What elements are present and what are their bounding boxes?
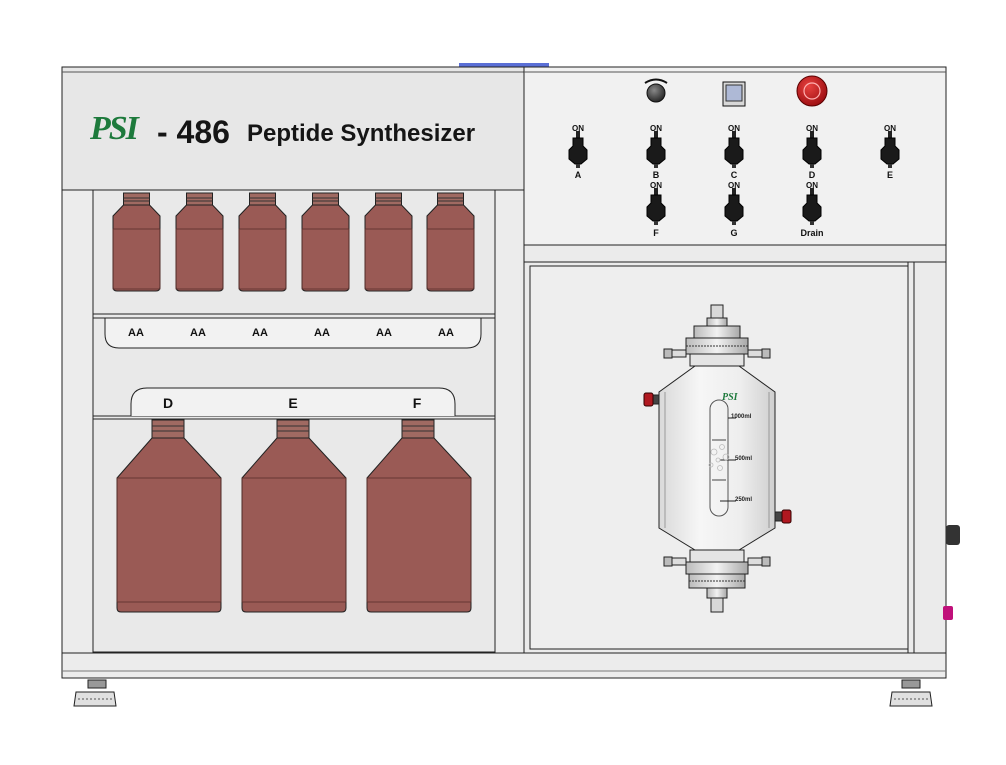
valve-e-label: E [886,170,893,180]
small-reagent-bottle [112,192,161,292]
model-number: - 486 [157,114,230,150]
rotary-knob-icon[interactable] [644,78,668,103]
small-reagent-bottle [175,192,224,292]
reactor-vessel [643,304,792,613]
large-reagent-bottle [116,419,222,613]
small-bottle-label: AA [128,327,144,339]
valve-b-state: ON [650,124,662,133]
small-reagent-bottle [301,192,350,292]
large-bottle-label-d: D [162,395,174,411]
right-foot [889,679,933,707]
left-foot [73,679,117,707]
valve-d-switch[interactable] [802,131,822,168]
scale-label-top: 1000ml [731,414,752,420]
emergency-stop-icon[interactable] [796,75,828,107]
valve-e-state: ON [884,124,896,133]
base-plate [61,652,947,679]
scale-label-bottom: 250ml [735,497,753,503]
large-bottle-label-f: F [412,395,422,411]
small-bottle-label: AA [438,327,454,339]
valve-c-label: C [730,170,738,180]
valve-f-label: F [653,228,659,238]
small-bottle-label: AA [314,327,330,339]
large-reagent-bottle [366,419,472,613]
valve-array [568,131,900,225]
valve-g-label: G [730,228,738,238]
top-cap [693,325,741,339]
valve-b-label: B [652,170,660,180]
valve-a-state: ON [572,124,584,133]
small-bottle-row [112,192,475,292]
top-accent-strip [459,63,549,68]
valve-f-switch[interactable] [646,188,666,225]
large-bottle-label-e: E [288,395,298,411]
large-bottle-row [116,419,472,613]
valve-d-label: D [808,170,816,180]
reactor-logo: PSI [722,392,738,403]
side-connector [946,525,960,545]
valve-drain-state: ON [806,181,818,190]
valve-g-switch[interactable] [724,188,744,225]
small-reagent-bottle [426,192,475,292]
valve-c-state: ON [728,124,740,133]
small-bottle-label: AA [252,327,268,339]
valve-b-switch[interactable] [646,131,666,168]
valve-a-switch[interactable] [568,131,588,168]
valve-drain-label: Drain [800,228,824,238]
scale-label-middle: 500ml [735,456,753,462]
small-bottle-label: AA [190,327,206,339]
small-bottle-label: AA [376,327,392,339]
valve-g-state: ON [728,181,740,190]
brand-logo: PSI [90,110,139,147]
small-reagent-bottle [238,192,287,292]
valve-e-switch[interactable] [880,131,900,168]
display-screen-icon[interactable] [722,81,746,107]
valve-a-label: A [574,170,582,180]
valve-c-switch[interactable] [724,131,744,168]
side-port [943,606,953,620]
large-reagent-bottle [241,419,347,613]
product-title: Peptide Synthesizer [247,120,476,147]
small-reagent-bottle [364,192,413,292]
valve-drain-switch[interactable] [802,188,822,225]
valve-d-state: ON [806,124,818,133]
bottom-nipple [710,597,724,613]
valve-f-state: ON [650,181,662,190]
